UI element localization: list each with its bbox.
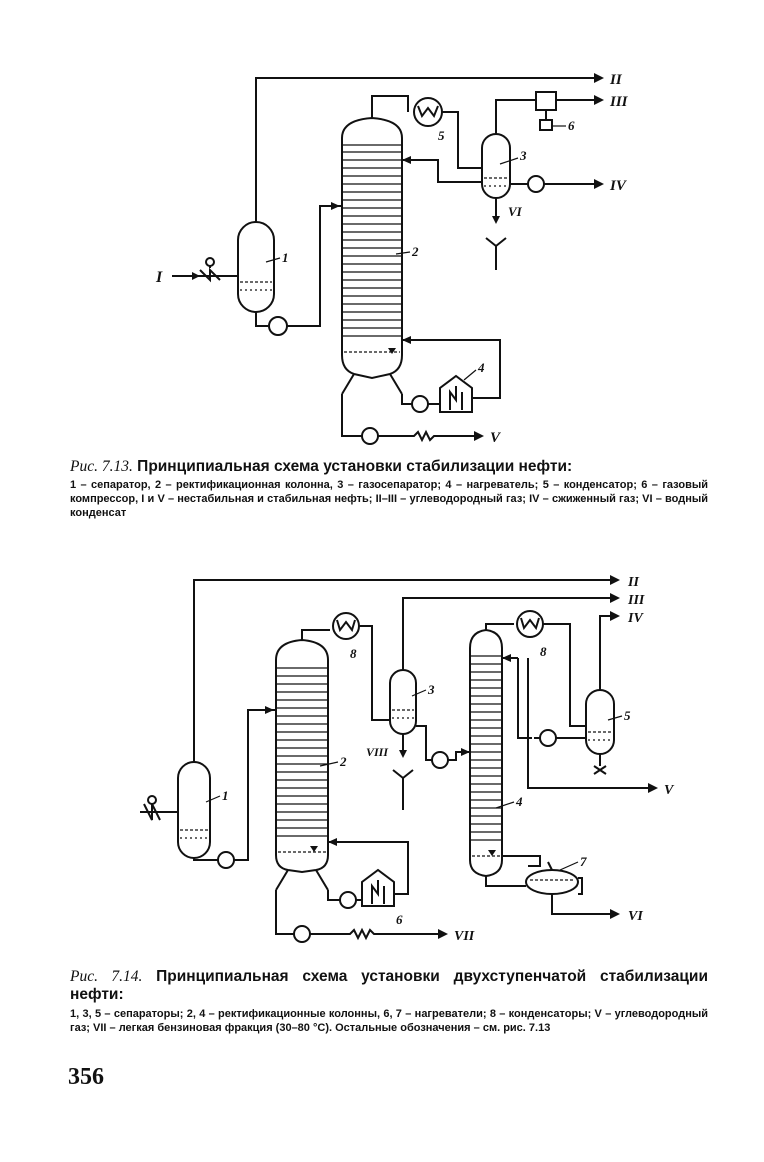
caption-title: Рис. 7.14. Принципиальная схема установк… bbox=[70, 968, 708, 1004]
label-6: 6 bbox=[396, 912, 403, 927]
label-5: 5 bbox=[438, 128, 445, 143]
label-3: 3 bbox=[519, 148, 527, 163]
label-IV: IV bbox=[627, 611, 644, 626]
figure-7-14-diagram: II III IV V VI VII VIII 1 2 3 4 5 6 7 8 … bbox=[140, 575, 675, 944]
caption-legend: 1, 3, 5 – сепараторы; 2, 4 – ректификаци… bbox=[70, 1008, 708, 1034]
label-VI: VI bbox=[508, 204, 523, 219]
label-2: 2 bbox=[411, 244, 419, 259]
label-8a: 8 bbox=[350, 646, 357, 661]
label-1: 1 bbox=[282, 250, 289, 265]
label-V: V bbox=[664, 783, 675, 798]
condenser-8a bbox=[332, 612, 360, 640]
separator-5 bbox=[585, 689, 615, 755]
compressor-6 bbox=[535, 91, 557, 111]
condenser-8b bbox=[516, 610, 544, 638]
caption-heading: Принципиальная схема установки стабилиза… bbox=[137, 458, 573, 475]
caption-legend: 1 – сепаратор, 2 – ректификационная коло… bbox=[70, 479, 708, 519]
figure-7-13-caption: Рис. 7.13. Принципиальная схема установк… bbox=[70, 458, 708, 520]
label-5: 5 bbox=[624, 708, 631, 723]
caption-title: Рис. 7.13. Принципиальная схема установк… bbox=[70, 458, 708, 476]
label-VI: VI bbox=[628, 909, 643, 924]
caption-heading: Принципиальная схема установки двухступе… bbox=[70, 968, 708, 1003]
label-IV: IV bbox=[609, 178, 628, 194]
figure-number: Рис. 7.13. bbox=[70, 458, 133, 475]
column-4 bbox=[469, 628, 503, 878]
label-2: 2 bbox=[339, 754, 347, 769]
label-4: 4 bbox=[515, 794, 523, 809]
gas-separator-3 bbox=[481, 133, 511, 199]
separator-3 bbox=[389, 669, 417, 735]
label-III: III bbox=[627, 593, 645, 608]
figure-7-14-caption: Рис. 7.14. Принципиальная схема установк… bbox=[70, 968, 708, 1035]
label-1: 1 bbox=[222, 788, 229, 803]
figure-number: Рис. 7.14. bbox=[70, 968, 143, 985]
label-VII: VII bbox=[454, 929, 475, 944]
label-7: 7 bbox=[580, 854, 587, 869]
page-number: 356 bbox=[68, 1064, 104, 1090]
label-I: I bbox=[155, 269, 163, 286]
figure-7-13-diagram: I II III IV V VI 1 2 3 4 5 6 bbox=[155, 72, 629, 446]
label-II: II bbox=[627, 575, 639, 590]
label-8b: 8 bbox=[540, 644, 547, 659]
pump-icon bbox=[268, 316, 288, 336]
column-2-trays bbox=[342, 144, 402, 353]
label-V: V bbox=[490, 430, 502, 446]
heater-7 bbox=[525, 869, 579, 895]
separator-1 bbox=[177, 761, 211, 859]
label-II: II bbox=[609, 72, 623, 88]
separator-1 bbox=[237, 221, 275, 313]
label-6: 6 bbox=[568, 118, 575, 133]
label-4: 4 bbox=[477, 360, 485, 375]
label-III: III bbox=[609, 94, 629, 110]
label-3: 3 bbox=[427, 682, 435, 697]
label-VIII: VIII bbox=[366, 745, 389, 759]
condenser-5 bbox=[413, 97, 443, 127]
